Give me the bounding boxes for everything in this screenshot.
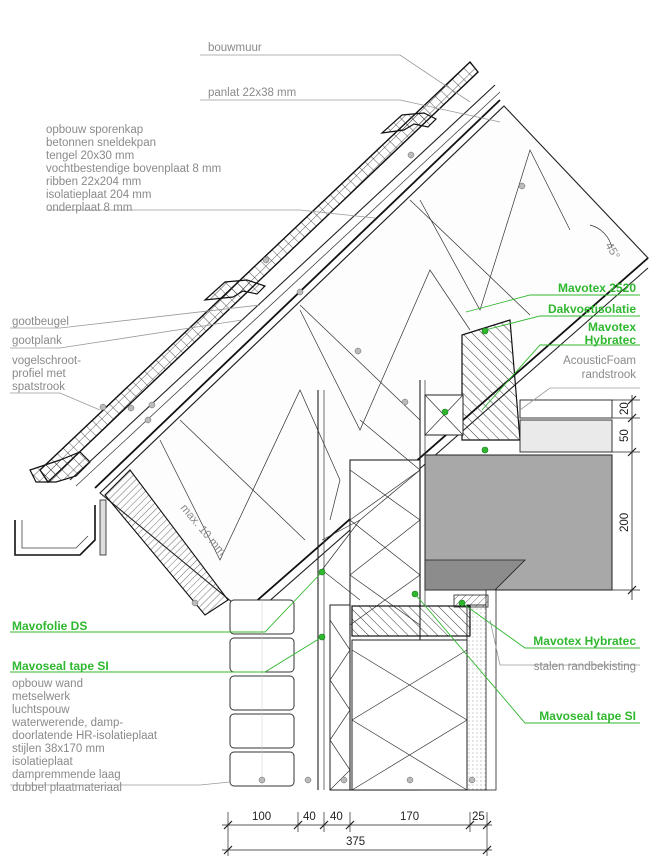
label-wand-line: dampremmende laag [12,769,121,781]
dimension-value: 50 [619,429,631,442]
label-wand-line: luchtspouw [12,704,70,716]
roof-structure: 45° max. 10 mm [14,60,649,619]
dimension-value: 200 [619,513,631,532]
product-mavofolie: Mavofolie DS [12,619,87,633]
label-wand-title: opbouw wand [12,678,83,690]
label-wand-line: dubbel plaatmateriaal [12,782,122,794]
label-panlat: panlat 22x38 mm [208,87,296,99]
product-mavoseal-right: Mavoseal tape SI [539,709,636,723]
wall-structure [229,319,521,791]
label-wand-line: isolatieplaat [12,756,74,768]
label-gootbeugel: gootbeugel [12,316,69,328]
label-wand-line: waterwerende, damp- [11,717,123,729]
dimension-bottom: 100 40 40 170 25 375 [222,811,492,856]
label-bouwmuur: bouwmuur [208,42,262,54]
label-sporenkap-title: opbouw sporenkap [46,124,143,136]
dimension-right: 20 50 200 [612,395,640,600]
label-wand-line: doorlatende HR-isolatieplaat [12,730,158,742]
product-mavotex-hybratec-2: Mavotex Hybratec [533,634,636,648]
label-stalen-randbekisting: stalen randbekisting [534,661,636,673]
label-sporenkap-line: onderplaat 8 mm [46,202,132,214]
label-wand-line: stijlen 38x170 mm [12,743,105,755]
dimension-value: 25 [472,811,485,823]
label-sporenkap-line: betonnen sneldekpan [46,137,156,149]
dimension-value: 20 [619,402,631,415]
label-sporenkap-line: ribben 22x204 mm [46,176,141,188]
label-wand-line: metselwerk [12,691,70,703]
dimension-value: 170 [400,811,419,823]
dimension-value: 100 [252,811,271,823]
masonry [229,599,295,787]
label-gootplank: gootplank [12,335,62,347]
label-randstrook: randstrook [582,369,637,381]
wall-plate [351,605,471,637]
label-acousticfoam: AcousticFoam [563,355,636,367]
grey-leaders [10,54,640,786]
product-mavotex-hybratec: Hybratec [585,333,637,347]
floor-beam-end [461,319,521,441]
product-mavotex-hybratec: Mavotex [588,320,636,334]
product-dakvoetisolatie: Dakvoetisolatie [548,302,636,316]
label-sporenkap-line: tengel 20x30 mm [46,150,134,162]
label-sporenkap-line: isolatieplaat 204 mm [46,189,151,201]
label-sporenkap-line: vochtbestendige bovenplaat 8 mm [46,163,221,175]
floor-structure [424,399,613,791]
label-vogelschroot: vogelschroot- [12,355,81,367]
gutter [14,505,96,556]
eaves-insulation [104,469,229,616]
product-mavotex-2520: Mavotex 2520 [558,281,636,295]
green-leaders [10,294,640,724]
dimension-value: 40 [330,811,343,823]
steel-edge-form [485,589,497,791]
dimension-total: 375 [346,836,365,848]
product-mavoseal-left: Mavoseal tape SI [12,659,109,673]
label-vogelschroot: profiel met [12,368,66,380]
label-vogelschroot: spatstrook [12,381,65,393]
dimension-value: 40 [303,811,316,823]
fixings [99,151,526,784]
